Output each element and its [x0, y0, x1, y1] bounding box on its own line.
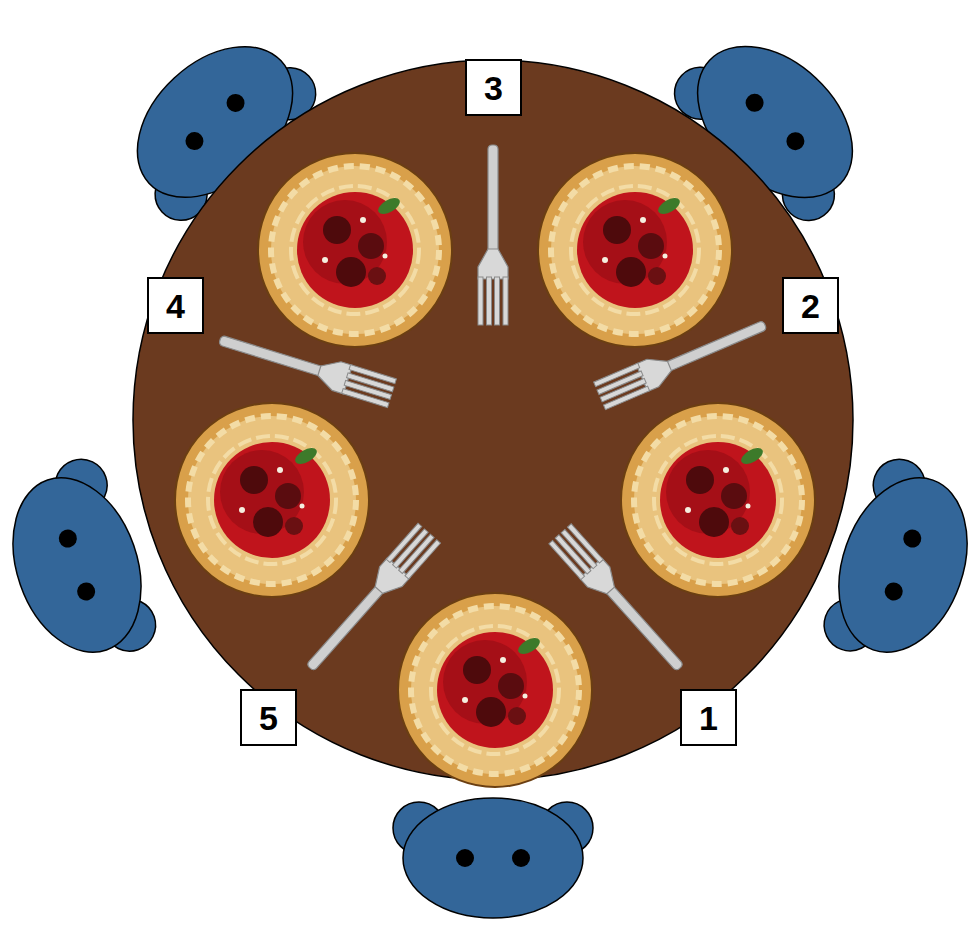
- callout-box: 1: [680, 689, 737, 746]
- fork: [216, 326, 397, 408]
- callout-number: 5: [259, 701, 278, 735]
- callout-box: 4: [147, 277, 204, 334]
- callout-box: 2: [782, 277, 839, 334]
- spaghetti-plate: [398, 593, 592, 787]
- callout-number: 3: [484, 71, 503, 105]
- spaghetti-plate: [258, 153, 452, 347]
- fork: [549, 524, 691, 678]
- fork: [299, 523, 441, 678]
- fork: [478, 145, 508, 325]
- callout-number: 1: [699, 701, 718, 735]
- fork: [594, 311, 771, 409]
- philosopher-head: [393, 798, 593, 918]
- spaghetti-plate: [538, 153, 732, 347]
- callout-box: 3: [465, 59, 522, 116]
- spaghetti-plate: [621, 403, 815, 597]
- callout-number: 2: [801, 289, 820, 323]
- callout-number: 4: [166, 289, 185, 323]
- callout-box: 5: [240, 689, 297, 746]
- spaghetti-plate: [175, 403, 369, 597]
